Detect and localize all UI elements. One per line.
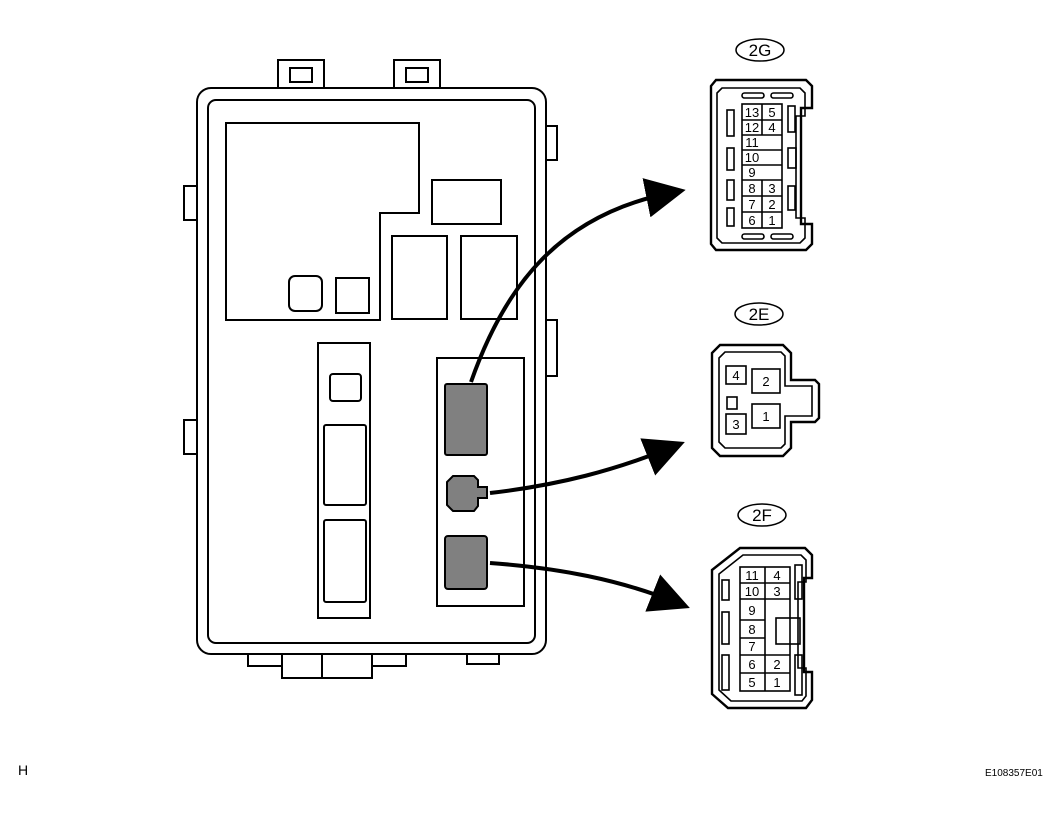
connector-2e: 2E 4 2 1 3 [710,302,821,458]
connector-2f-label-oval [737,503,787,527]
connector-2g-label-oval [735,38,785,62]
connector-2e-pins: 4 2 1 3 [732,368,769,432]
connector-2f: 2F 11 4 10 3 9 [710,503,814,710]
pin-label: 12 [745,120,759,135]
pin-label: 2 [768,197,775,212]
connector-2f-pins: 11 4 10 3 9 8 7 6 2 5 1 [745,568,781,690]
pin-label: 6 [748,213,755,228]
pin-label: 10 [745,584,759,599]
pin-label: 4 [768,120,775,135]
pin-label: 11 [745,135,759,150]
pin-label: 1 [762,409,769,424]
arrow-2e [489,438,685,495]
pin-label: 7 [748,639,755,654]
pin-label: 2 [762,374,769,389]
pin-label: 10 [745,150,759,165]
pin-label: 5 [748,675,755,690]
pin-label: 1 [773,675,780,690]
pin-label: 11 [745,568,759,583]
arrow-2f [489,561,690,612]
connector-2g: 2G 13 [709,38,814,252]
pin-label: 8 [748,622,755,637]
figure-id: E108357E01 [985,768,1043,779]
connector-2f-label: 2F [752,506,772,525]
connector-2g-pins: 13 5 12 4 11 10 9 8 3 7 2 6 1 [745,105,776,228]
pin-label: 13 [745,105,759,120]
pin-label: 3 [732,417,739,432]
pin-label: 6 [748,657,755,672]
connector-2g-label: 2G [749,41,772,60]
pin-label: 7 [748,197,755,212]
pin-label: 5 [768,105,775,120]
connector-2e-label-oval [734,302,784,326]
pin-label: 9 [748,603,755,618]
pin-label: 4 [773,568,780,583]
corner-code: H [18,762,29,778]
connector-2e-label: 2E [749,305,770,324]
pin-label: 3 [773,584,780,599]
junction-block [183,59,558,679]
socket-2e [446,475,488,512]
arrow-2g [469,178,686,383]
pin-label: 9 [748,165,755,180]
pin-label: 4 [732,368,739,383]
highlighted-sockets [444,383,488,590]
socket-2f [444,535,488,590]
pin-label: 1 [768,213,775,228]
pin-label: 2 [773,657,780,672]
pin-label: 3 [768,181,775,196]
pin-label: 8 [748,181,755,196]
pointer-arrows [469,178,690,612]
socket-2g [444,383,488,456]
